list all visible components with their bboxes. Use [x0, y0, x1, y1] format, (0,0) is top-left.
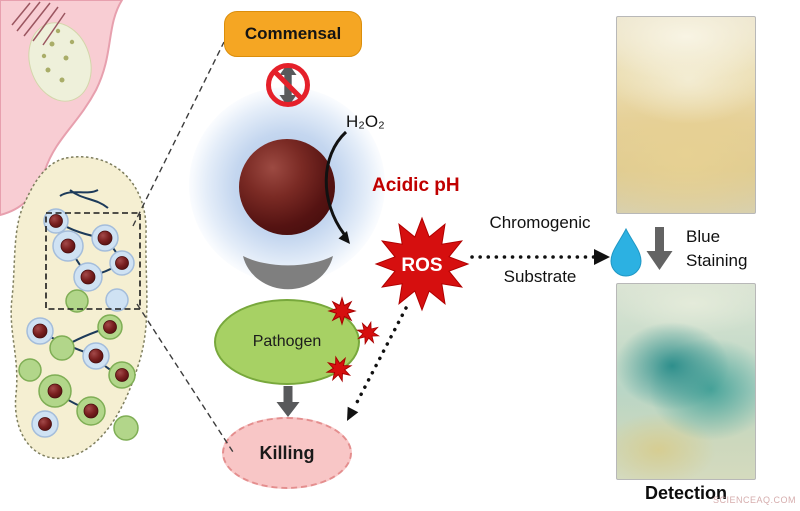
commensal-box: Commensal: [224, 11, 362, 57]
pathogen-label: Pathogen: [252, 333, 322, 350]
detection-label: Detection: [644, 483, 727, 503]
dotted-arrow-to-killing: [347, 306, 408, 421]
nanozyme-sphere: [239, 139, 335, 235]
substrate-label: Substrate: [503, 267, 577, 286]
droplet-icon: [610, 227, 642, 277]
acidic-ph-label: Acidic pH: [372, 175, 460, 196]
staining-label: Staining: [686, 251, 748, 270]
photo-after-staining: [616, 283, 756, 480]
tissue-hatch-lines: [11, 1, 66, 46]
down-arrow-icon: [646, 227, 673, 270]
biofilm-plaque: [10, 156, 148, 460]
pathogen-to-killing-arrow-icon: [276, 386, 300, 417]
tissue-biofilm-illustration: [0, 0, 148, 460]
h2o2-label: H₂O₂: [346, 112, 385, 131]
watermark: SCIENCEAQ.COM: [712, 495, 796, 505]
dotted-arrow-to-substrate: [470, 249, 610, 265]
killing-ellipse: Killing: [222, 417, 352, 489]
nanoparticles-on-bacteria: [32, 214, 129, 431]
commensal-label: Commensal: [244, 24, 342, 43]
blue-label: Blue: [686, 227, 721, 246]
chromogenic-label: Chromogenic: [489, 213, 591, 232]
pathogen-cell: Pathogen: [214, 299, 360, 385]
tissue-speckles: [41, 28, 75, 83]
ros-burst-icon: ROS: [374, 216, 470, 312]
killing-label: Killing: [259, 442, 315, 463]
photo-before-staining: [616, 16, 756, 214]
ros-label: ROS: [401, 255, 442, 276]
